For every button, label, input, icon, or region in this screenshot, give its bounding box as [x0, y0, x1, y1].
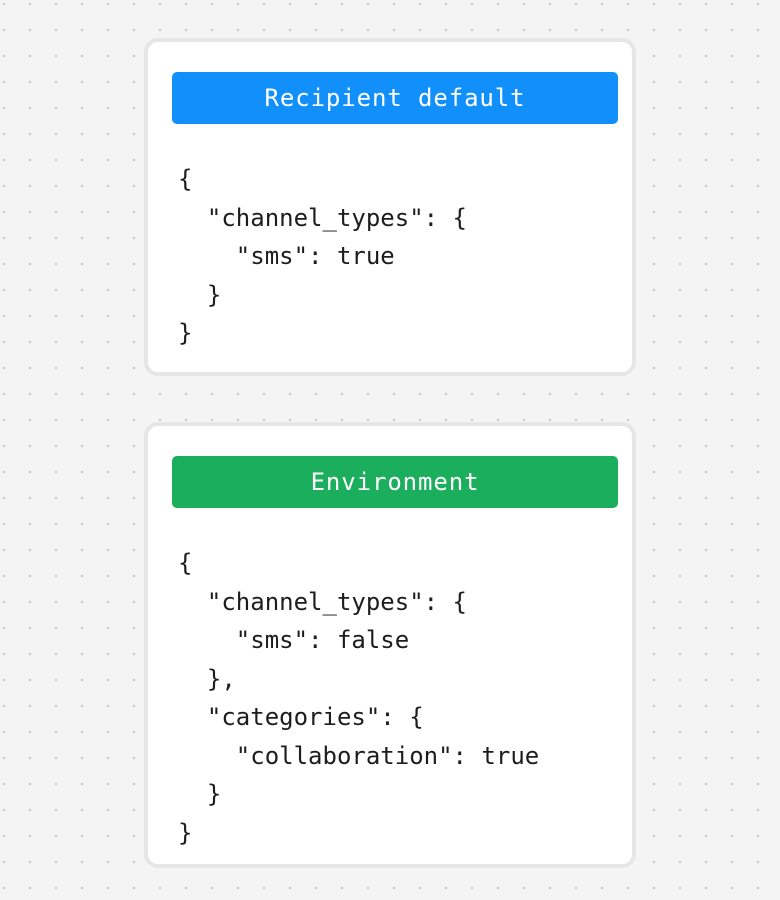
card-recipient-default[interactable]: Recipient default { "channel_types": { "…	[144, 38, 636, 376]
card-recipient-default-inner: Recipient default { "channel_types": { "…	[148, 42, 632, 372]
card-header-environment[interactable]: Environment	[172, 456, 618, 508]
card-environment-inner: Environment { "channel_types": { "sms": …	[148, 426, 632, 864]
card-environment[interactable]: Environment { "channel_types": { "sms": …	[144, 422, 636, 868]
json-body-recipient-default: { "channel_types": { "sms": true } }	[178, 165, 467, 347]
json-body-environment: { "channel_types": { "sms": false }, "ca…	[178, 549, 540, 847]
card-header-recipient-default[interactable]: Recipient default	[172, 72, 618, 124]
